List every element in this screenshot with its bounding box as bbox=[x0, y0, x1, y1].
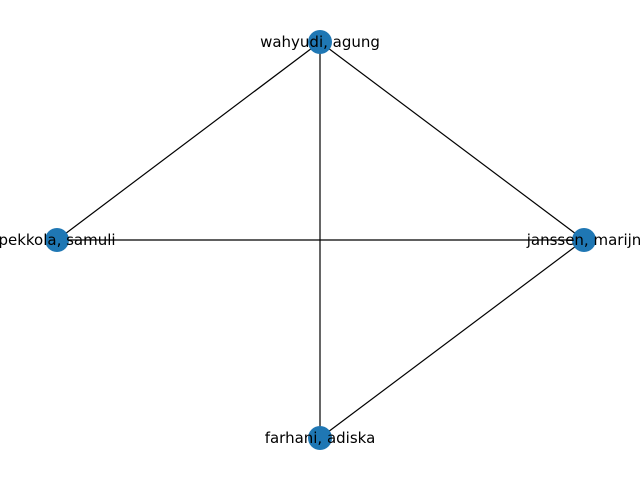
node-label-janssen: janssen, marijn bbox=[526, 231, 640, 249]
edge-wahyudi-janssen bbox=[319, 41, 585, 241]
node-janssen-marijn bbox=[572, 228, 596, 252]
edge-janssen-farhani bbox=[319, 239, 585, 439]
edge-wahyudi-pekkola bbox=[56, 41, 321, 241]
node-label-wahyudi: wahyudi, agung bbox=[260, 33, 380, 51]
node-label-farhani: farhani, adiska bbox=[265, 429, 376, 447]
node-wahyudi-agung bbox=[308, 30, 332, 54]
label-layer: wahyudi, agung pekkola, samuli janssen, … bbox=[0, 33, 640, 447]
edge-layer bbox=[56, 41, 585, 439]
node-layer bbox=[45, 30, 596, 450]
node-farhani-adiska bbox=[308, 426, 332, 450]
node-label-pekkola: pekkola, samuli bbox=[0, 231, 116, 249]
node-pekkola-samuli bbox=[45, 228, 69, 252]
